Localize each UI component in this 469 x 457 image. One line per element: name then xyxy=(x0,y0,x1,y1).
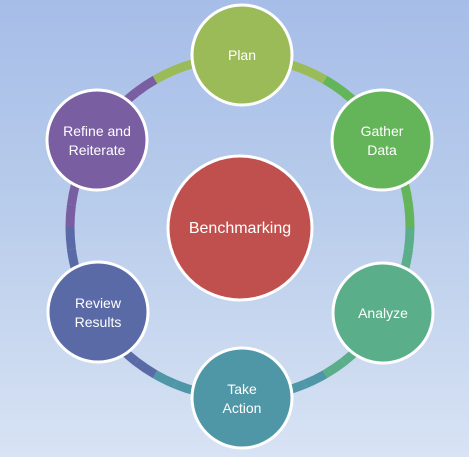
center-label: Benchmarking xyxy=(189,220,291,237)
step-circle xyxy=(45,88,149,192)
connector-arc xyxy=(133,75,158,96)
connector-arc xyxy=(399,181,414,206)
step-label: Analyze xyxy=(358,305,408,321)
step-node-analyze: Analyze xyxy=(331,261,435,365)
step-circle xyxy=(331,261,435,365)
connector-arc xyxy=(65,204,76,228)
step-node-gather-data: Gather Data xyxy=(330,88,434,192)
step-label-line-2: Results xyxy=(75,314,122,330)
connector-arc xyxy=(303,370,328,389)
step-label-line-1: Review xyxy=(75,295,122,311)
step-node-refine-and-reiterate: Refine and Reiterate xyxy=(45,88,149,192)
connector-arc xyxy=(152,65,177,84)
step-label-line-1: Gather xyxy=(361,123,404,139)
step-circle xyxy=(190,346,294,450)
step-circle xyxy=(330,88,434,192)
step-circle xyxy=(190,3,294,107)
connector-arc xyxy=(152,370,177,389)
center-circle xyxy=(166,154,314,302)
step-node-plan: Plan xyxy=(190,3,294,107)
step-node-review-results: Review Results xyxy=(46,260,150,364)
step-label-line-2: Action xyxy=(223,400,262,416)
connector-arc xyxy=(65,226,76,250)
step-circle xyxy=(46,260,150,364)
center-node: Benchmarking xyxy=(166,154,314,302)
connector-arc xyxy=(133,358,158,379)
step-label-line-1: Take xyxy=(227,381,257,397)
step-label-line-2: Reiterate xyxy=(69,142,126,158)
connector-arc xyxy=(404,226,415,250)
connector-arc xyxy=(303,65,328,84)
step-node-take-action: Take Action xyxy=(190,346,294,450)
connector-arc xyxy=(404,204,415,228)
step-label-line-2: Data xyxy=(367,142,397,158)
step-label: Plan xyxy=(228,47,256,63)
step-label-line-1: Refine and xyxy=(63,123,131,139)
connector-arc xyxy=(322,75,347,96)
connector-arc xyxy=(322,358,347,379)
